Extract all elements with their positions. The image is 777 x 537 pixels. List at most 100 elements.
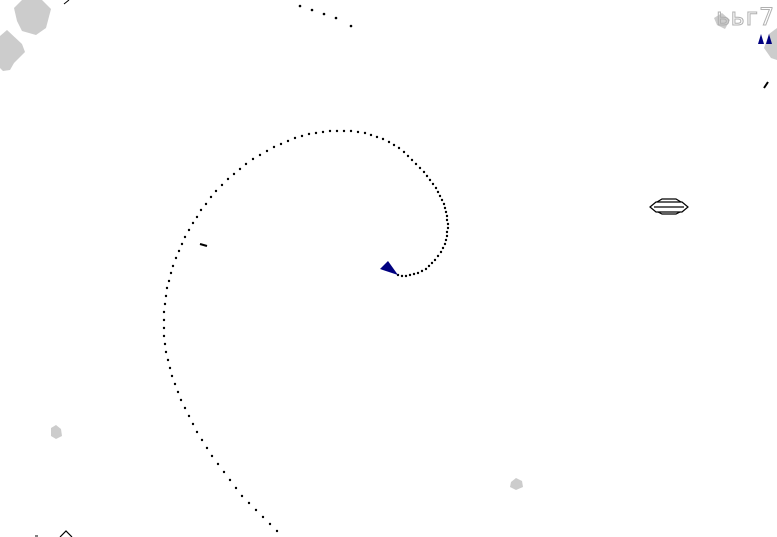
cursor-caret-icon [59, 530, 73, 537]
streak-dot [322, 12, 326, 16]
trail-dot [414, 162, 418, 166]
trail-dot [444, 210, 448, 214]
trail-dot [200, 438, 204, 442]
trail-dot [314, 131, 318, 135]
trail-dot [328, 129, 332, 133]
trail-dot [251, 157, 255, 161]
trail-dot [199, 208, 203, 212]
trail-dot [238, 167, 242, 171]
life-ship-icon [766, 34, 772, 44]
trail-dot [173, 382, 177, 386]
trail-dot [443, 206, 447, 210]
trail-dot [445, 214, 449, 218]
trail-dot [183, 235, 187, 239]
trail-dot [410, 158, 414, 162]
trail-dot [349, 129, 353, 133]
streak-dot [349, 24, 353, 28]
trail-dot [191, 422, 195, 426]
trail-dot [179, 398, 183, 402]
bullet-mark-top-right [763, 81, 769, 89]
trail-dot [165, 286, 169, 290]
trail-dot [381, 137, 385, 141]
trail-dot [166, 358, 170, 362]
trail-dot [234, 486, 238, 490]
trail-dot [436, 190, 440, 194]
trail-dot [258, 153, 262, 157]
trail-dot [228, 478, 232, 482]
trail-dot [431, 182, 435, 186]
trail-dot [446, 222, 450, 226]
trail-dot [400, 274, 404, 278]
trail-dot [375, 135, 379, 139]
trail-dot [265, 149, 269, 153]
trail-dot [204, 202, 208, 206]
ufo-icon[interactable] [649, 198, 689, 215]
trail-dot [275, 529, 279, 533]
lives-indicator [758, 34, 772, 44]
trail-dot [240, 494, 244, 498]
trail-dot [404, 274, 408, 278]
trail-dot [412, 272, 416, 276]
trail-dot [195, 215, 199, 219]
trail-dot [216, 462, 220, 466]
trail-dot [183, 406, 187, 410]
trail-dot [363, 131, 367, 135]
trail-dot [446, 226, 450, 230]
trail-dot [209, 195, 213, 199]
trail-dot [162, 334, 166, 338]
trail-dot [443, 242, 447, 246]
score-display: ььг7 [716, 3, 774, 31]
trail-dot [232, 172, 236, 176]
player-ship-icon[interactable] [380, 261, 398, 275]
trail-dot [171, 264, 175, 268]
asteroid-top-left [0, 0, 70, 71]
trail-dot [205, 446, 209, 450]
trail-dot [168, 366, 172, 370]
trail-dot [342, 129, 346, 133]
trail-dot [440, 198, 444, 202]
trail-dot [442, 202, 446, 206]
trail-dot [420, 269, 424, 273]
trail-dot [220, 183, 224, 187]
trail-dot [164, 294, 168, 298]
trail-dot [427, 264, 431, 268]
trail-dot [169, 271, 173, 275]
trail-dot [244, 162, 248, 166]
trail-dot [163, 342, 167, 346]
trail-dot [286, 139, 290, 143]
trail-dot [195, 430, 199, 434]
trail-dot [180, 242, 184, 246]
trail-dot [445, 234, 449, 238]
trail-dot [162, 318, 166, 322]
trail-dot [335, 129, 339, 133]
bullet-streak [298, 4, 353, 28]
trail-dot [433, 258, 437, 262]
trail-dot [268, 522, 272, 526]
trail-dot [428, 178, 432, 182]
trail-dot [387, 140, 391, 144]
trail-dot [321, 130, 325, 134]
trail-dot [441, 246, 445, 250]
trail-dot [162, 326, 166, 330]
asteroid-small-left [51, 425, 62, 439]
trail-dot [187, 228, 191, 232]
trail-dot [177, 249, 181, 253]
trail-dot [226, 177, 230, 181]
trail-dot [167, 279, 171, 283]
trail-dot [163, 302, 167, 306]
trail-dot [261, 515, 265, 519]
life-ship-icon [758, 34, 764, 44]
streak-dot [298, 4, 302, 8]
trail-dot [444, 238, 448, 242]
trail-dot [356, 130, 360, 134]
trail-dot [279, 142, 283, 146]
trail-dot [422, 170, 426, 174]
trail-dot [247, 501, 251, 505]
trail-dot [210, 454, 214, 458]
trail-dot [418, 166, 422, 170]
asteroid-small-bottom [510, 478, 523, 490]
trail-dot [254, 508, 258, 512]
trail-dot [164, 350, 168, 354]
trail-dot [434, 186, 438, 190]
